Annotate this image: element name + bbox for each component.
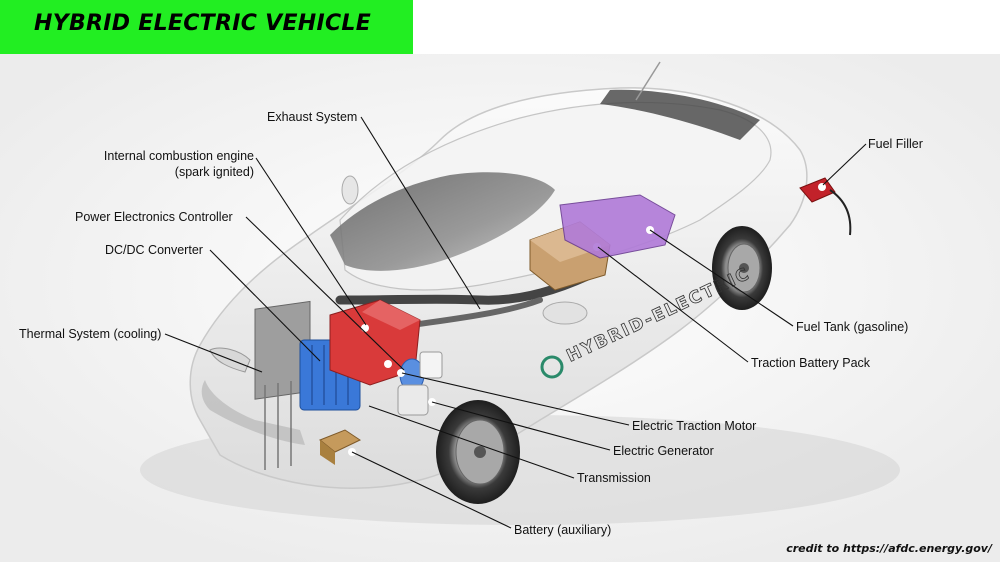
leader-transmission <box>368 405 575 479</box>
label-fuel-tank: Fuel Tank (gasoline) <box>796 320 909 334</box>
label-transmission: Transmission <box>577 471 651 485</box>
title-banner: HYBRID ELECTRIC VEHICLE <box>0 0 413 54</box>
rear-window <box>600 89 760 140</box>
leader-lines <box>164 116 867 529</box>
label-electric-traction-motor: Electric Traction Motor <box>632 419 757 433</box>
credit-text: credit to https://afdc.energy.gov/ <box>786 542 992 555</box>
antenna <box>635 61 661 101</box>
label-ice-line2: (spark ignited) <box>174 165 254 179</box>
fuel-tank <box>559 194 676 259</box>
front-grille <box>201 380 305 445</box>
label-exhaust-system: Exhaust System <box>267 110 358 124</box>
windshield <box>330 172 555 271</box>
leader-traction-motor <box>401 372 630 426</box>
label-internal-combustion-engine: Internal combustion engine (spark ignite… <box>60 148 254 180</box>
label-fuel-filler: Fuel Filler <box>868 137 923 151</box>
coolant-reservoir <box>419 351 443 379</box>
leader-traction-battery <box>597 246 749 363</box>
side-mirror <box>341 175 359 205</box>
leader-exhaust <box>360 116 481 310</box>
rear-wheel <box>712 226 772 310</box>
label-thermal-system: Thermal System (cooling) <box>19 327 162 341</box>
leader-aux-battery <box>351 451 512 529</box>
label-traction-battery-pack: Traction Battery Pack <box>751 356 871 370</box>
label-power-electronics-controller: Power Electronics Controller <box>75 210 233 224</box>
leader-pec <box>245 216 405 371</box>
radiator <box>254 300 311 470</box>
label-ice-line1: Internal combustion engine <box>103 149 254 163</box>
leader-fuel-tank <box>649 229 794 327</box>
leader-thermal <box>164 333 263 373</box>
leader-fuel-filler <box>822 143 867 186</box>
label-dcdc-converter: DC/DC Converter <box>105 243 203 257</box>
label-electric-generator: Electric Generator <box>613 444 714 458</box>
leader-dcdc <box>209 249 321 362</box>
page-title: HYBRID ELECTRIC VEHICLE <box>34 11 372 36</box>
aux-battery <box>319 429 362 465</box>
leader-ice <box>255 157 367 326</box>
front-wheel <box>436 400 520 504</box>
side-mirror-right <box>542 301 588 325</box>
leader-generator <box>431 401 611 451</box>
label-battery-auxiliary: Battery (auxiliary) <box>514 523 612 537</box>
fuel-nozzle <box>799 177 852 236</box>
